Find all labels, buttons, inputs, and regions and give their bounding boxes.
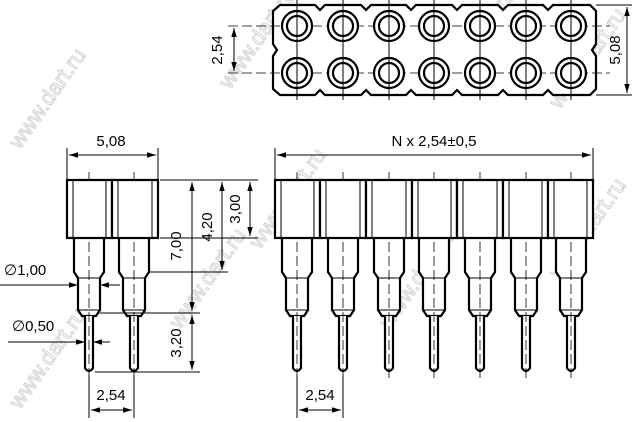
left-pin-length-label: 3,20 bbox=[168, 328, 185, 357]
side-view-right bbox=[273, 148, 595, 418]
watermark-text: www.dart.ru bbox=[3, 43, 91, 153]
top-pitch-label: 2,54 bbox=[209, 35, 226, 64]
insulator-cell bbox=[410, 178, 459, 240]
top-width-label: 5,08 bbox=[607, 35, 624, 64]
left-pitch-label: 2,54 bbox=[96, 387, 125, 404]
insulator-cell bbox=[364, 178, 414, 240]
left-total-height-label: 7,00 bbox=[168, 231, 185, 260]
pin-diameter-label: ∅0,50 bbox=[12, 318, 54, 335]
insulator-cell bbox=[110, 178, 160, 240]
insulator-cell bbox=[501, 178, 550, 240]
sleeve-diameter-label: ∅1,00 bbox=[4, 262, 46, 279]
left-width-label: 5,08 bbox=[96, 133, 125, 150]
right-length-label: N x 2,54±0,5 bbox=[392, 133, 477, 150]
insulator-cell bbox=[65, 178, 114, 240]
insulator-cell bbox=[273, 178, 322, 240]
insulator-cell bbox=[318, 178, 368, 240]
right-pitch-label: 2,54 bbox=[305, 387, 334, 404]
insulator-cell bbox=[455, 178, 505, 240]
insulator-cell bbox=[546, 178, 595, 240]
dim-420-label: 4,20 bbox=[199, 212, 216, 241]
dim-300-label: 3,00 bbox=[227, 194, 244, 223]
top-view bbox=[228, 0, 632, 100]
side-view-left bbox=[0, 148, 258, 418]
